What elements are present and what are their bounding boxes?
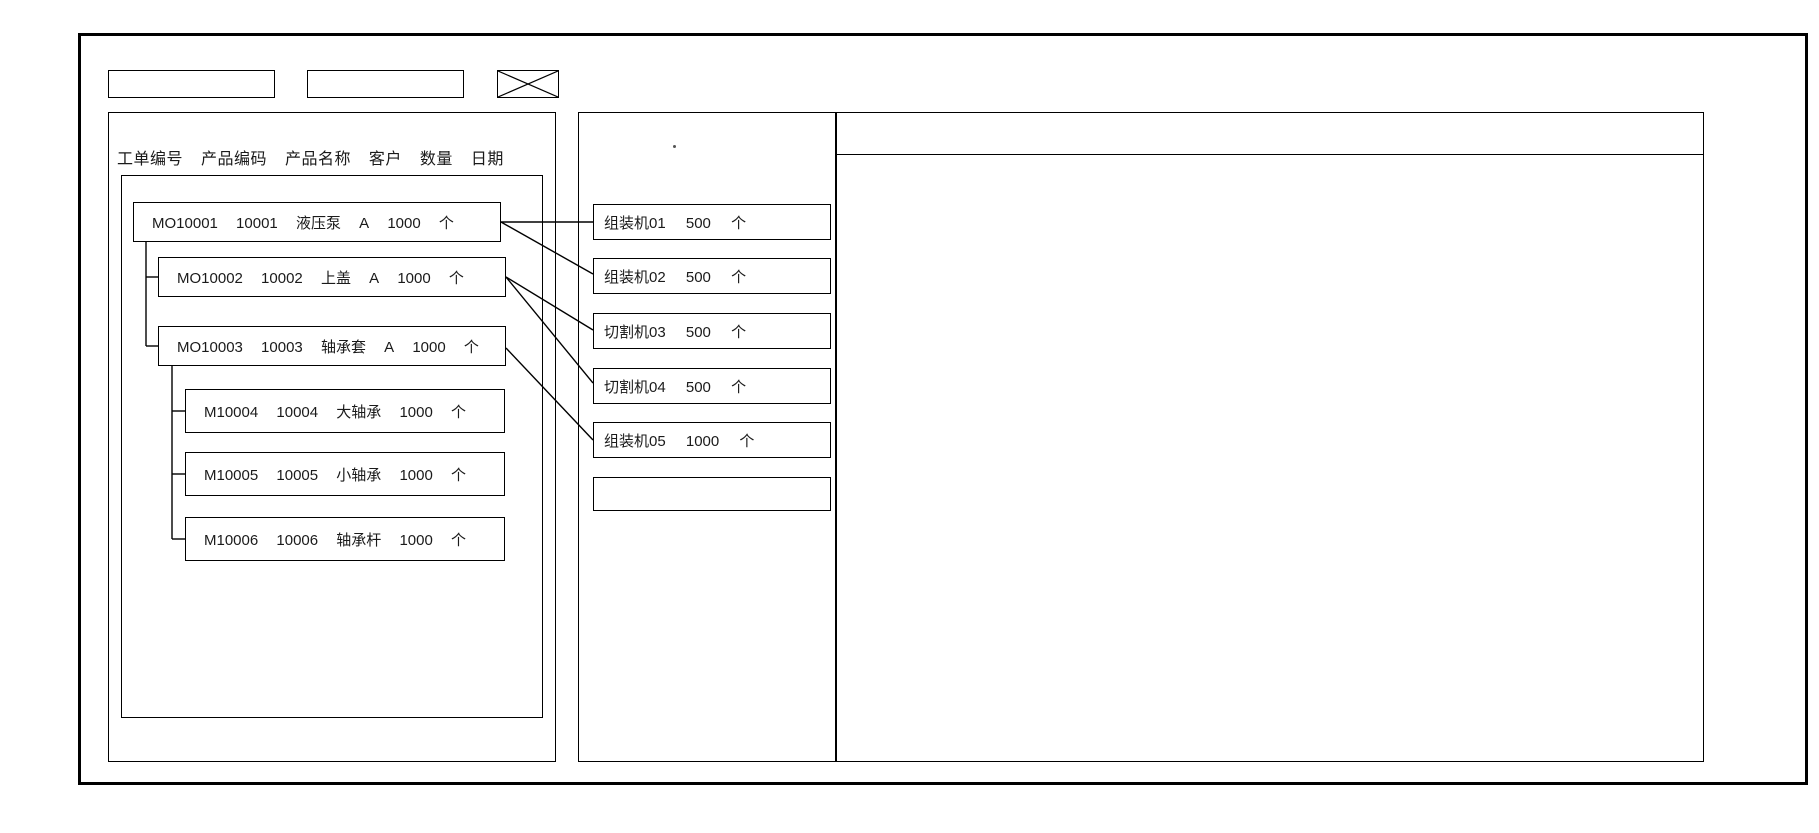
node-unit: 个 [448,269,464,287]
node-order-no: M10006 [204,531,259,549]
machine-quantity: 1000 [685,432,720,450]
tree-node-m10006[interactable]: M10006 10006 轴承杆 1000 个 [185,517,505,561]
dot-artifact [673,145,676,148]
node-product-code: 10005 [276,466,319,484]
machine-row-2[interactable]: 组装机02 500 个 [593,258,831,294]
node-quantity: 1000 [399,531,433,549]
node-quantity: 1000 [397,269,431,287]
machine-unit: 个 [731,323,747,341]
node-order-no: MO10001 [152,214,218,232]
column-header-order-no: 工单编号 [117,151,184,168]
column-header-product-code: 产品编码 [200,151,267,168]
node-product-code: 10003 [261,338,303,356]
machine-unit: 个 [739,432,755,450]
node-customer: A [384,338,395,356]
node-quantity: 1000 [387,214,421,232]
node-quantity: 1000 [399,403,433,421]
toolbar-box-1[interactable] [108,70,275,98]
machine-quantity: 500 [685,214,711,232]
toolbar-box-2[interactable] [307,70,464,98]
node-product-code: 10001 [236,214,278,232]
tree-node-m10004[interactable]: M10004 10004 大轴承 1000 个 [185,389,505,433]
node-product-name: 轴承套 [320,338,366,356]
machine-row-3[interactable]: 切割机03 500 个 [593,313,831,349]
toolbar [108,70,588,100]
machine-name: 组装机01 [604,214,666,232]
node-customer: A [359,214,370,232]
node-unit: 个 [451,531,467,549]
column-header-quantity: 数量 [419,151,453,168]
machine-row-5[interactable]: 组装机05 1000 个 [593,422,831,458]
tree-node-mo10003[interactable]: MO10003 10003 轴承套 A 1000 个 [158,326,506,366]
node-unit: 个 [451,466,467,484]
node-product-name: 液压泵 [295,214,341,232]
node-product-code: 10002 [261,269,303,287]
machine-unit: 个 [731,268,747,286]
node-unit: 个 [463,338,479,356]
node-unit: 个 [451,403,467,421]
machine-quantity: 500 [685,323,711,341]
machine-name: 组装机05 [604,432,666,450]
machine-unit: 个 [731,214,747,232]
tree-node-m10005[interactable]: M10005 10005 小轴承 1000 个 [185,452,505,496]
node-order-no: MO10002 [177,269,243,287]
tree-node-mo10002[interactable]: MO10002 10002 上盖 A 1000 个 [158,257,506,297]
column-header-customer: 客户 [368,151,402,168]
node-product-code: 10006 [276,531,319,549]
node-customer: A [369,269,380,287]
machine-quantity: 500 [685,268,711,286]
node-product-name: 轴承杆 [336,531,382,549]
machine-quantity: 500 [685,378,711,396]
node-order-no: M10004 [204,403,259,421]
node-quantity: 1000 [412,338,446,356]
machine-name: 组装机02 [604,268,666,286]
work-order-column-headers: 工单编号 产品编码 产品名称 客户 数量 日期 [117,145,504,169]
machine-name: 切割机04 [604,378,666,396]
detail-panel-header-divider [837,154,1703,155]
machine-name: 切割机03 [604,323,666,341]
node-product-name: 大轴承 [336,403,382,421]
machine-row-4[interactable]: 切割机04 500 个 [593,368,831,404]
machine-row-empty[interactable] [593,477,831,511]
node-product-name: 小轴承 [336,466,382,484]
column-header-date: 日期 [470,151,504,168]
node-unit: 个 [438,214,454,232]
machine-row-1[interactable]: 组装机01 500 个 [593,204,831,240]
node-quantity: 1000 [399,466,433,484]
node-product-code: 10004 [276,403,319,421]
node-order-no: MO10003 [177,338,243,356]
tree-node-mo10001[interactable]: MO10001 10001 液压泵 A 1000 个 [133,202,501,242]
detail-panel [836,112,1704,762]
machine-unit: 个 [731,378,747,396]
node-product-name: 上盖 [320,269,351,287]
crossed-box-icon[interactable] [497,70,559,98]
column-header-product-name: 产品名称 [284,151,351,168]
node-order-no: M10005 [204,466,259,484]
